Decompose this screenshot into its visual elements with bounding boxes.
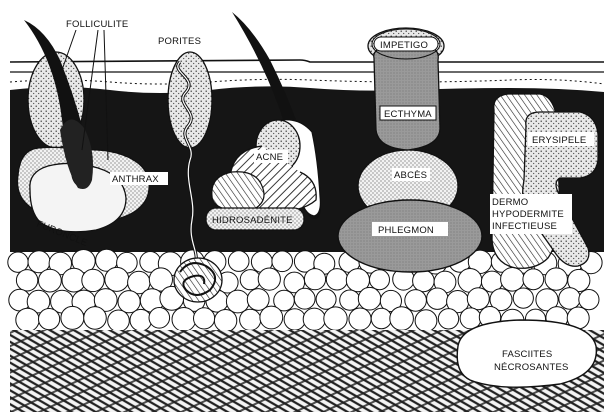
fat-lobule [61,306,84,329]
fat-lobule [523,269,544,290]
fat-lobule [130,309,152,331]
fat-lobule [303,308,325,330]
fat-lobule [326,269,347,290]
label-dermo-1: DERMO [492,197,528,208]
label-impetigo: IMPETIGO [380,40,428,51]
fat-lobule [240,309,261,330]
fat-lobule [579,290,599,310]
fat-lobule [415,310,437,332]
fat-lobule [324,307,347,330]
fat-lobule [413,270,435,292]
porites-lesion [168,52,212,148]
fat-lobule [405,290,427,312]
fat-lobule [304,269,325,290]
fat-lobule [105,267,129,291]
label-dermo-2: HYPODERMITE [492,209,564,220]
fat-lobule [370,270,390,290]
fat-lobule [39,269,62,292]
fat-lobule [545,268,567,290]
label-phlegmon: PHLEGMON [378,225,434,236]
label-porites: PORITES [158,36,201,47]
fat-lobule [260,306,283,329]
hidrosadenite-coil [212,172,264,211]
fat-lobule [240,270,260,290]
fat-lobule [228,251,249,272]
fat-lobule [559,288,581,310]
fat-lobule [39,309,60,330]
fat-lobule [108,310,130,332]
fat-lobule [272,251,293,272]
label-hidrosadenite: HIDROSADÉNITE [212,215,293,226]
fat-lobule [284,309,305,330]
fat-lobule [16,270,37,291]
label-erysipele: ERYSIPELE [532,135,586,146]
label-dermo-3: INFECTIEUSE [492,221,557,232]
ecthyma-lesion [374,46,440,150]
label-fasciites-1: FASCIITES [502,349,552,360]
label-folliculite: FOLLICULITE [66,19,128,30]
fat-lobule [294,288,315,309]
fat-lobule [460,308,481,329]
fat-lobule [226,290,249,313]
fat-lobule [316,289,336,309]
fat-lobule [438,309,458,329]
fat-lobule [358,287,381,310]
fat-lobule [258,268,280,290]
fat-lobule [427,288,448,309]
fat-lobule [501,268,525,292]
label-abces: ABCÈS [394,170,427,181]
fat-lobule [172,308,196,332]
sweat-gland-coil [174,258,222,302]
fat-lobule [513,288,533,308]
fat-lobule [82,269,104,291]
fat-lobule [467,288,489,310]
fat-lobule [214,310,236,332]
fat-lobule [194,308,215,329]
fat-lobule [371,308,391,328]
fat-lobule [349,308,371,330]
label-anthrax: ANTHRAX [112,174,159,185]
label-acne: ACNE [256,152,283,163]
fat-lobule [340,290,360,310]
fat-lobule [390,307,414,331]
fat-lobule [149,308,170,329]
label-fasciites-2: NÉCROSANTES [494,362,569,373]
fat-lobule [16,308,39,331]
fat-lobule [84,307,107,330]
fat-lobule [118,291,140,313]
label-ecthyma: ECTHYMA [384,109,432,120]
